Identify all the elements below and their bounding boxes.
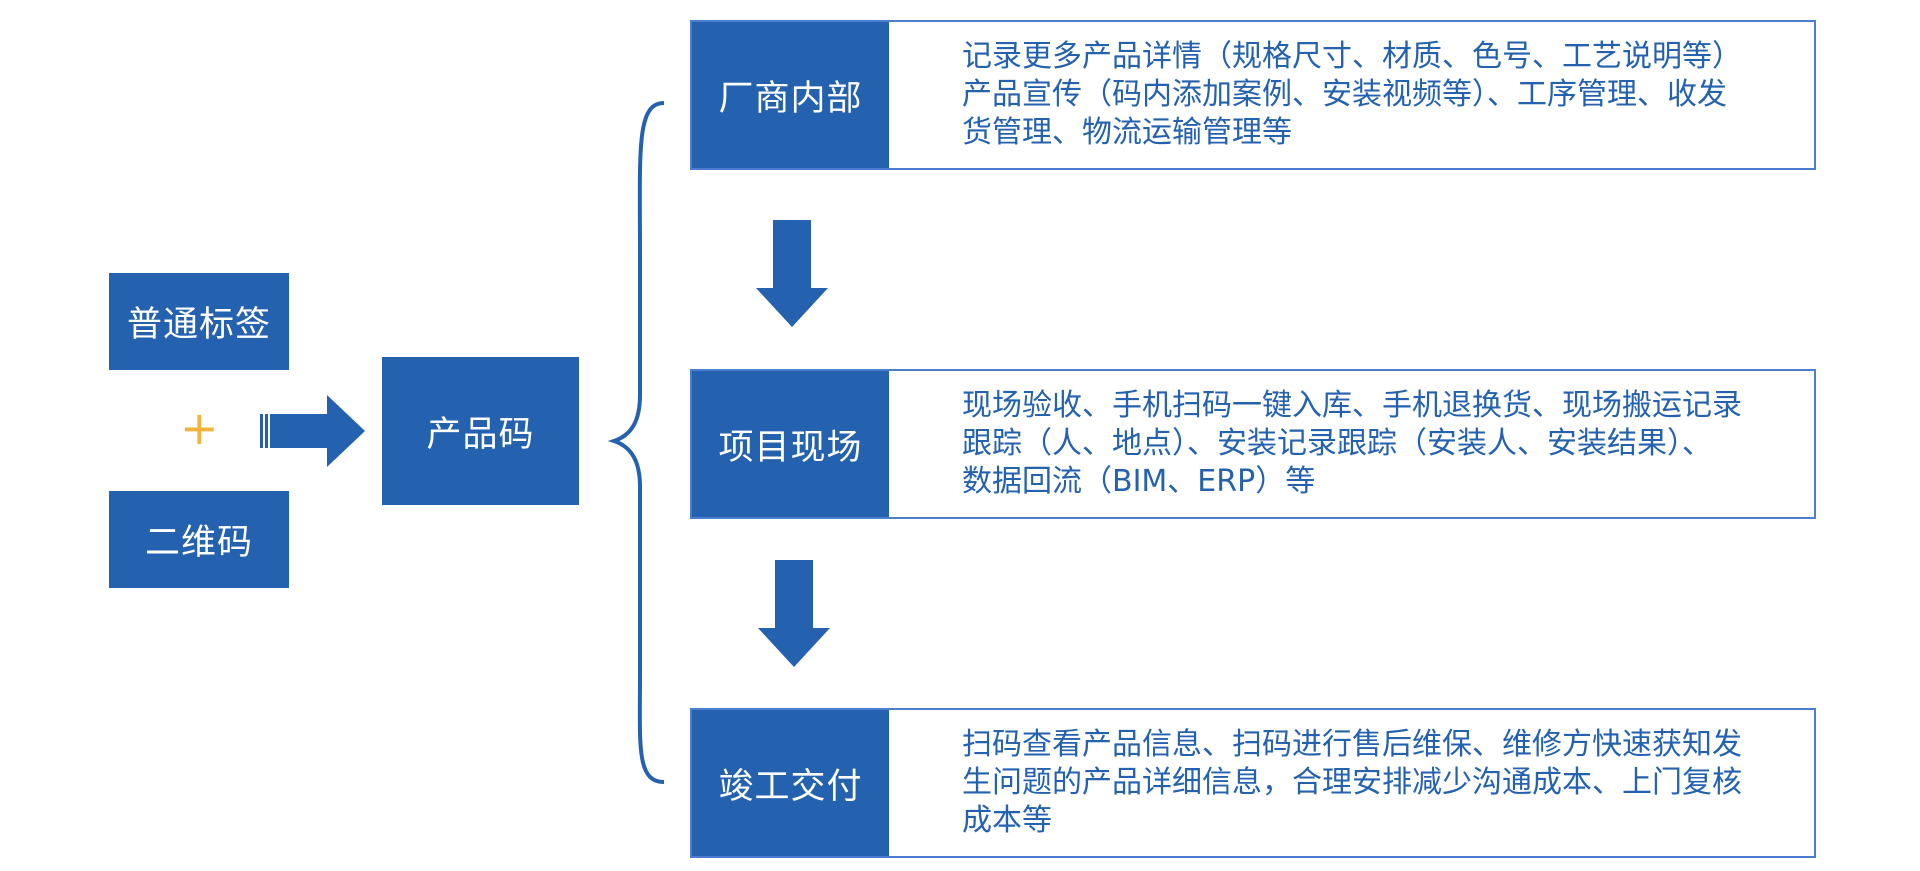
normal-label-text: 普通标签 xyxy=(126,305,271,345)
down-arrow-icon xyxy=(756,220,828,327)
qr-code-box: 二维码 xyxy=(109,491,289,588)
stage-description-factory: 记录更多产品详情（规格尺寸、材质、色号、工艺说明等） 产品宣传（码内添加案例、安… xyxy=(962,39,1742,150)
product-code-text: 产品码 xyxy=(426,414,535,455)
down-arrow-icon xyxy=(758,560,830,667)
curly-brace-icon xyxy=(607,101,665,784)
stage-row-site: 项目现场 现场验收、手机扫码一键入库、手机退换货、现场搬运记录 跟踪（人、地点）… xyxy=(690,369,1816,519)
stage-label-site: 项目现场 xyxy=(692,371,889,517)
stage-row-delivery: 竣工交付 扫码查看产品信息、扫码进行售后维保、维修方快速获知发 生问题的产品详细… xyxy=(690,708,1816,858)
stage-label-factory: 厂商内部 xyxy=(692,22,889,168)
stage-description-site: 现场验收、手机扫码一键入库、手机退换货、现场搬运记录 跟踪（人、地点）、安装记录… xyxy=(962,388,1742,499)
normal-label-box: 普通标签 xyxy=(109,273,289,370)
stage-row-factory: 厂商内部 记录更多产品详情（规格尺寸、材质、色号、工艺说明等） 产品宣传（码内添… xyxy=(690,20,1816,170)
product-code-box: 产品码 xyxy=(382,357,579,505)
plus-icon: + xyxy=(180,401,219,455)
stage-label-delivery: 竣工交付 xyxy=(692,710,889,856)
right-arrow-icon xyxy=(260,395,365,467)
qr-code-text: 二维码 xyxy=(144,523,253,563)
stage-description-delivery: 扫码查看产品信息、扫码进行售后维保、维修方快速获知发 生问题的产品详细信息，合理… xyxy=(962,727,1742,838)
